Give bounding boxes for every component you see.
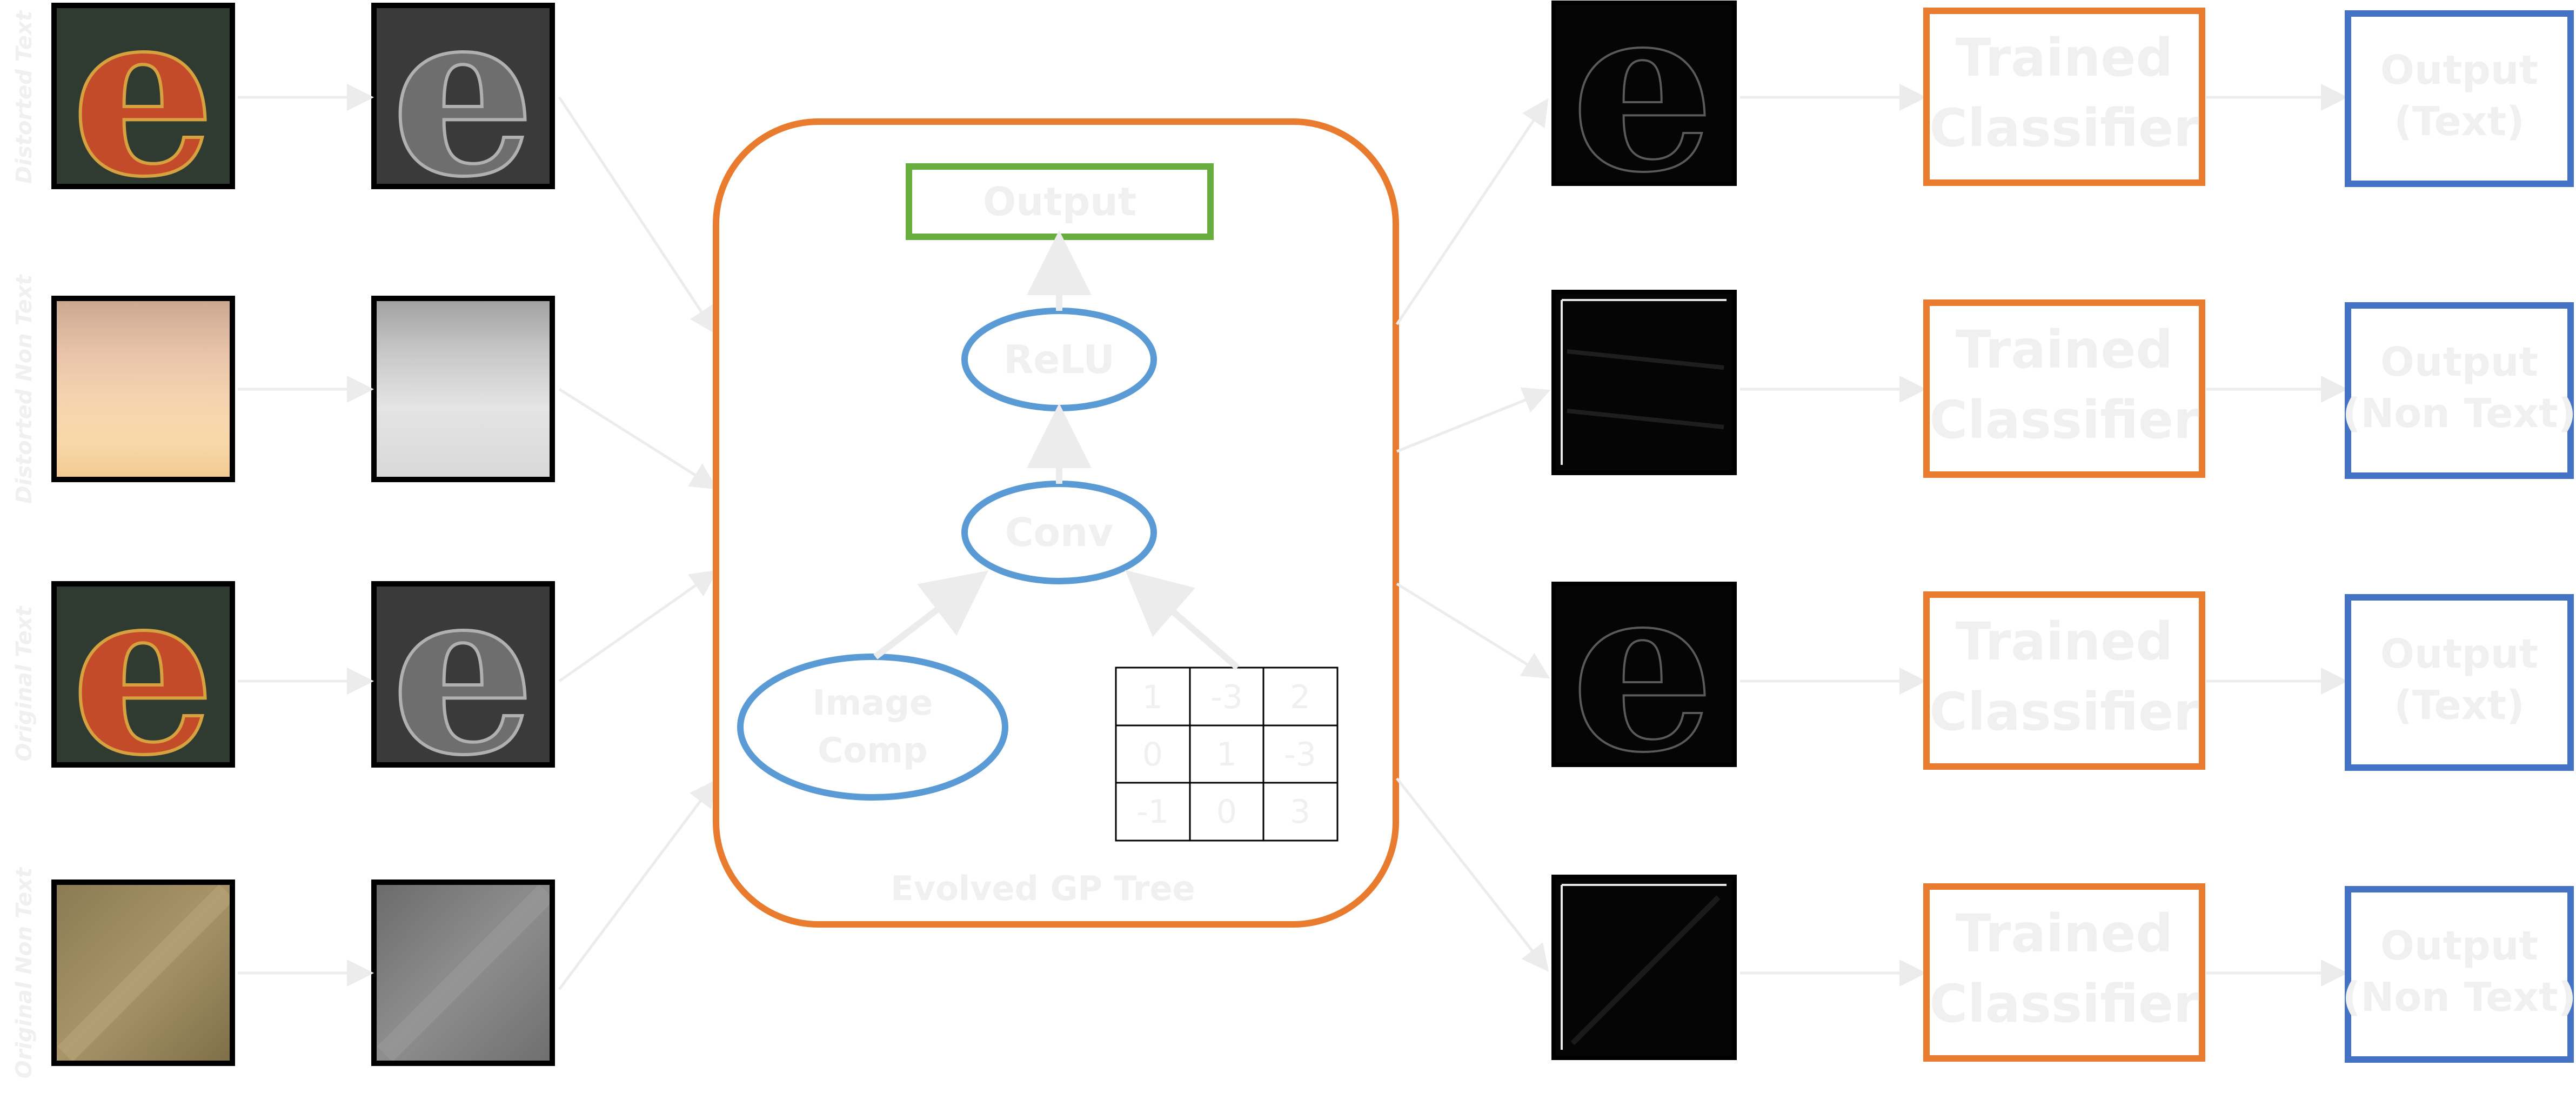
kernel-cell: 3	[1290, 793, 1310, 831]
gp-tree-frame	[713, 118, 1399, 928]
classifiers: Trained Classifier Trained Classifier Tr…	[1923, 8, 2205, 1062]
output-box: Output (Text)	[2345, 594, 2574, 771]
letter-e-thumbnail: e	[51, 0, 235, 229]
image-comp-label-line2: Comp	[818, 731, 927, 771]
output-arrows	[2206, 84, 2348, 987]
kernel-matrix: 1 -3 2 0 1 -3 -1 0 3	[1115, 667, 1339, 842]
output-label-line1: Output	[2380, 47, 2538, 94]
svg-text:e: e	[391, 0, 535, 227]
output-label-line2: (Text)	[2394, 682, 2525, 729]
svg-text:e: e	[71, 0, 215, 227]
output-label-line2: (Non Text)	[2343, 974, 2576, 1021]
trained-classifier-box: Trained Classifier	[1923, 299, 2205, 478]
classifier-label-line1: Trained	[1956, 28, 2173, 88]
kernel-cell: -3	[1210, 678, 1243, 716]
input-arrows	[238, 84, 718, 990]
tree-output-label: Output	[983, 179, 1136, 224]
row-label-distorted-text: Distorted Text	[12, 10, 37, 184]
letter-e-gray-thumbnail: e	[371, 0, 555, 229]
classifier-arrows	[1740, 84, 1926, 987]
output-box: Output (Non Text)	[2343, 302, 2576, 479]
kernel-cell: 0	[1142, 736, 1163, 774]
output-label-line1: Output	[2380, 631, 2538, 677]
tree-edges	[873, 230, 1240, 670]
classifier-label-line2: Classifier	[1930, 682, 2200, 742]
relu-label: ReLU	[1003, 337, 1115, 382]
output-label-line1: Output	[2380, 923, 2538, 969]
trained-classifier-box: Trained Classifier	[1923, 591, 2205, 770]
output-label-line2: (Text)	[2394, 98, 2525, 145]
classifier-label-line1: Trained	[1956, 319, 2173, 380]
gp-tree: Output ReLU Conv Image Comp 1 -3 2 0 1 -…	[713, 118, 1399, 928]
tree-output-arrows	[1395, 98, 1551, 972]
gp-tree-caption: Evolved GP Tree	[891, 869, 1195, 908]
edge-map-thumbnail: e	[1551, 0, 1737, 224]
classifier-label-line1: Trained	[1956, 903, 2173, 964]
classifier-label-line1: Trained	[1956, 611, 2173, 672]
classifier-label-line2: Classifier	[1930, 98, 2200, 158]
row-label-original-text: Original Text	[12, 605, 37, 762]
diagonal-texture-gray-thumbnail	[371, 880, 555, 1066]
trained-classifier-box: Trained Classifier	[1923, 8, 2205, 186]
blurry-patch-gray-thumbnail	[371, 296, 555, 482]
edge-map-thumbnail	[1551, 290, 1737, 475]
outputs: Output (Text) Output (Non Text) Output (…	[2343, 10, 2576, 1063]
classifier-label-line2: Classifier	[1930, 974, 2200, 1034]
kernel-cell: 0	[1216, 793, 1237, 831]
trained-classifier-box: Trained Classifier	[1923, 883, 2205, 1062]
output-label-line1: Output	[2380, 339, 2538, 385]
kernel-cell: 2	[1290, 678, 1310, 716]
output-label-line2: (Non Text)	[2343, 390, 2576, 437]
letter-e-gray-thumbnail: e	[371, 537, 555, 807]
row-label-original-non-text: Original Non Text	[12, 867, 37, 1078]
blurry-patch-thumbnail	[51, 296, 235, 482]
input-thumbnails-gray: e e	[371, 0, 555, 1066]
kernel-cell: -1	[1136, 793, 1169, 831]
row-label-distorted-non-text: Distorted Non Text	[12, 274, 37, 503]
image-comp-label-line1: Image	[813, 683, 933, 723]
diagonal-texture-thumbnail	[51, 880, 235, 1066]
output-box: Output (Non Text)	[2343, 886, 2576, 1063]
kernel-cell: -3	[1284, 736, 1316, 774]
letter-e-thumbnail: e	[51, 537, 235, 807]
edge-map-thumbnail	[1551, 875, 1737, 1060]
conv-label: Conv	[1005, 510, 1114, 555]
kernel-cell: 1	[1216, 736, 1237, 774]
classifier-label-line2: Classifier	[1930, 390, 2200, 450]
output-box: Output (Text)	[2345, 10, 2574, 187]
row-labels: Distorted Text Distorted Non Text Origin…	[12, 10, 37, 1078]
feature-maps: e e	[1551, 0, 1737, 1060]
image-comp-node	[737, 654, 1008, 801]
kernel-cell: 1	[1142, 678, 1163, 716]
svg-text:e: e	[1570, 536, 1715, 803]
edge-map-thumbnail: e	[1551, 535, 1737, 804]
svg-text:e: e	[1570, 0, 1715, 223]
input-thumbnails-color: e e	[51, 0, 235, 1066]
